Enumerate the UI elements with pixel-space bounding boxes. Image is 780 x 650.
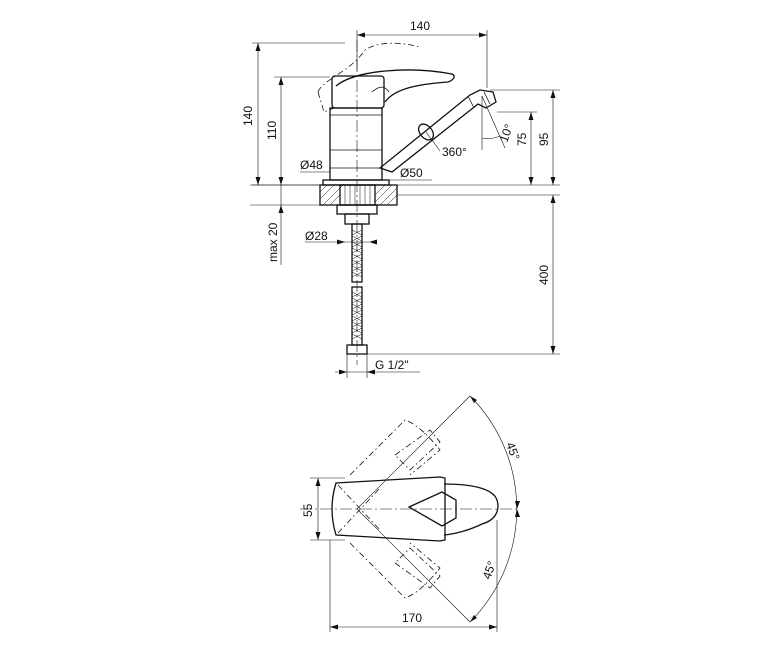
hose-length-label: 400 — [537, 265, 551, 285]
top-body-outline — [331, 476, 499, 542]
upper-angle-label: 45° — [503, 440, 522, 462]
faucet-body — [322, 40, 390, 365]
top-ghost-positions — [337, 419, 441, 599]
body-height-dimension: 110 — [265, 76, 330, 185]
total-height-label: 140 — [241, 106, 255, 126]
spout-height-label: 95 — [537, 132, 551, 146]
max-thickness-label: max 20 — [266, 222, 280, 262]
braided-hose — [346, 223, 368, 378]
max-thickness-dimension: max 20 — [266, 185, 284, 265]
side-view: 140 140 110 95 — [241, 19, 560, 378]
overall-length-label: 140 — [410, 19, 430, 33]
body-height-label: 110 — [265, 121, 279, 140]
tilt-angle-label: 10° — [497, 122, 516, 144]
width-dimension: 55 — [301, 477, 345, 541]
lever-handle — [331, 69, 455, 109]
lower-angle-label: 45° — [480, 559, 499, 581]
shank-diameter-label: Ø28 — [305, 229, 328, 243]
swivel-spout — [378, 89, 497, 173]
shank-diameter-dimension: Ø28 — [305, 229, 377, 245]
length-label: 170 — [402, 611, 422, 625]
mounting-assembly — [250, 184, 398, 225]
rotation-sweep-arc: 45° 45° — [356, 395, 523, 623]
tilt-angle-marker: 10° — [481, 95, 516, 150]
diameter-labels: Ø48 Ø50 — [300, 158, 432, 181]
hose-length-dimension: 400 — [367, 194, 560, 355]
top-view: 45° 45° 55 — [300, 395, 523, 632]
lever-ghost-position — [317, 42, 421, 113]
length-dimension: 170 — [329, 520, 498, 632]
spout-outlet-dimension: 75 — [497, 111, 537, 185]
base-diameter-label: Ø50 — [400, 166, 423, 180]
rotation-marker: 360° — [425, 131, 467, 159]
body-diameter-label: Ø48 — [300, 158, 323, 172]
overall-length-dimension: 140 — [356, 19, 488, 88]
spout-outlet-label: 75 — [515, 132, 529, 146]
spout-height-dimension: 95 — [490, 89, 560, 185]
thread-label: G 1/2" — [375, 358, 409, 372]
thread-dimension: G 1/2" — [335, 358, 420, 375]
rotation-label: 360° — [442, 145, 467, 159]
width-label: 55 — [301, 503, 315, 517]
